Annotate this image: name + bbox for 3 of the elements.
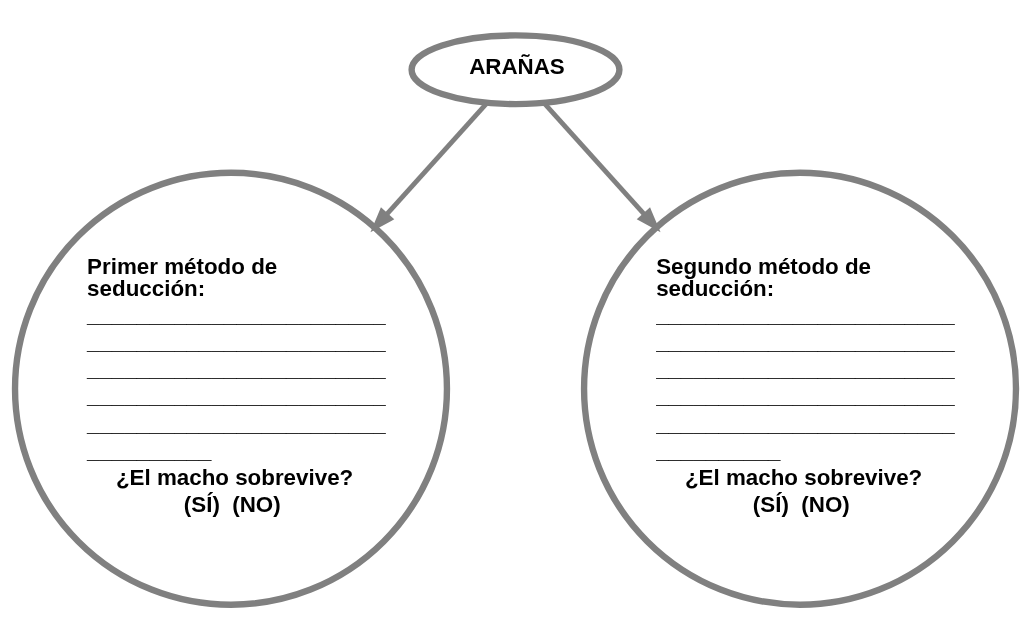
- node-circle: Segundo método de seducción: ________________________ ________________________ ________________________ ________________________ ________________________ __________ ¿El macho sobrevive? (SÍ) (NO): [580, 169, 1020, 608]
- node-circle: Primer método de seducción: ________________________ ________________________ ________________________ ________________________ ________________________ __________ ¿El macho sobrevive? (SÍ) (NO): [11, 169, 451, 608]
- node-ellipse: ARAÑAS: [408, 31, 623, 107]
